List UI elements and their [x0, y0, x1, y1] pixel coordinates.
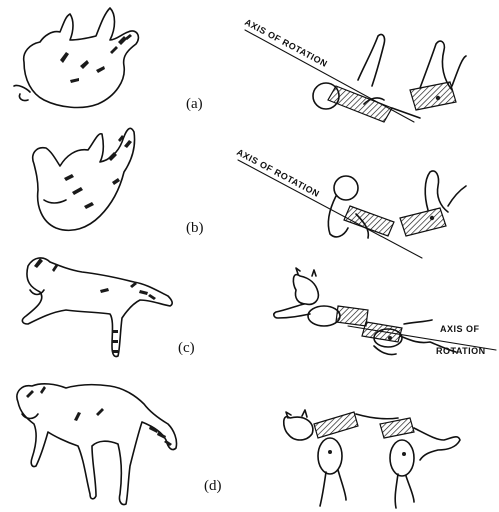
front-body-ellipse	[318, 438, 342, 474]
front-body-segment	[314, 412, 358, 438]
schematic-a: AXIS OF ROTATION	[243, 17, 466, 122]
axis-of-label: AXIS OF	[440, 324, 480, 334]
rear-body-segment	[400, 208, 446, 236]
panel-label-c: (c)	[178, 340, 195, 356]
cat-drawing-a	[14, 8, 138, 107]
panel-d: (d)	[17, 384, 460, 508]
panel-label-d: (d)	[204, 478, 222, 494]
panel-b: (b) AXIS OF ROTATION	[33, 128, 466, 258]
head-outline	[284, 417, 313, 440]
panel-label-a: (a)	[186, 96, 203, 112]
cat-drawing-b	[33, 128, 135, 230]
schematic-c: AXIS OF ROTATION	[274, 268, 496, 356]
rear-body-ellipse	[390, 440, 414, 476]
front-body-segment	[328, 86, 392, 122]
head-circle	[334, 176, 358, 200]
schematic-b: AXIS OF ROTATION	[235, 147, 466, 258]
cat-drawing-d	[17, 384, 177, 505]
cat-drawing-c	[22, 258, 172, 357]
head-outline	[293, 275, 318, 305]
rotation-label: ROTATION	[436, 346, 486, 356]
schematic-d	[284, 410, 460, 508]
axis-of-rotation-label: AXIS OF ROTATION	[235, 147, 321, 199]
panel-c: (c) AXIS OF ROTATION	[22, 258, 496, 357]
axis-of-rotation-label: AXIS OF ROTATION	[243, 17, 329, 69]
front-body-segment	[336, 306, 368, 326]
panel-label-b: (b)	[186, 220, 204, 236]
front-body-ellipse	[308, 306, 340, 326]
front-body-segment	[344, 206, 394, 236]
panel-a: (a) AXIS OF ROTATION	[14, 8, 466, 122]
rear-body-segment	[380, 418, 414, 438]
